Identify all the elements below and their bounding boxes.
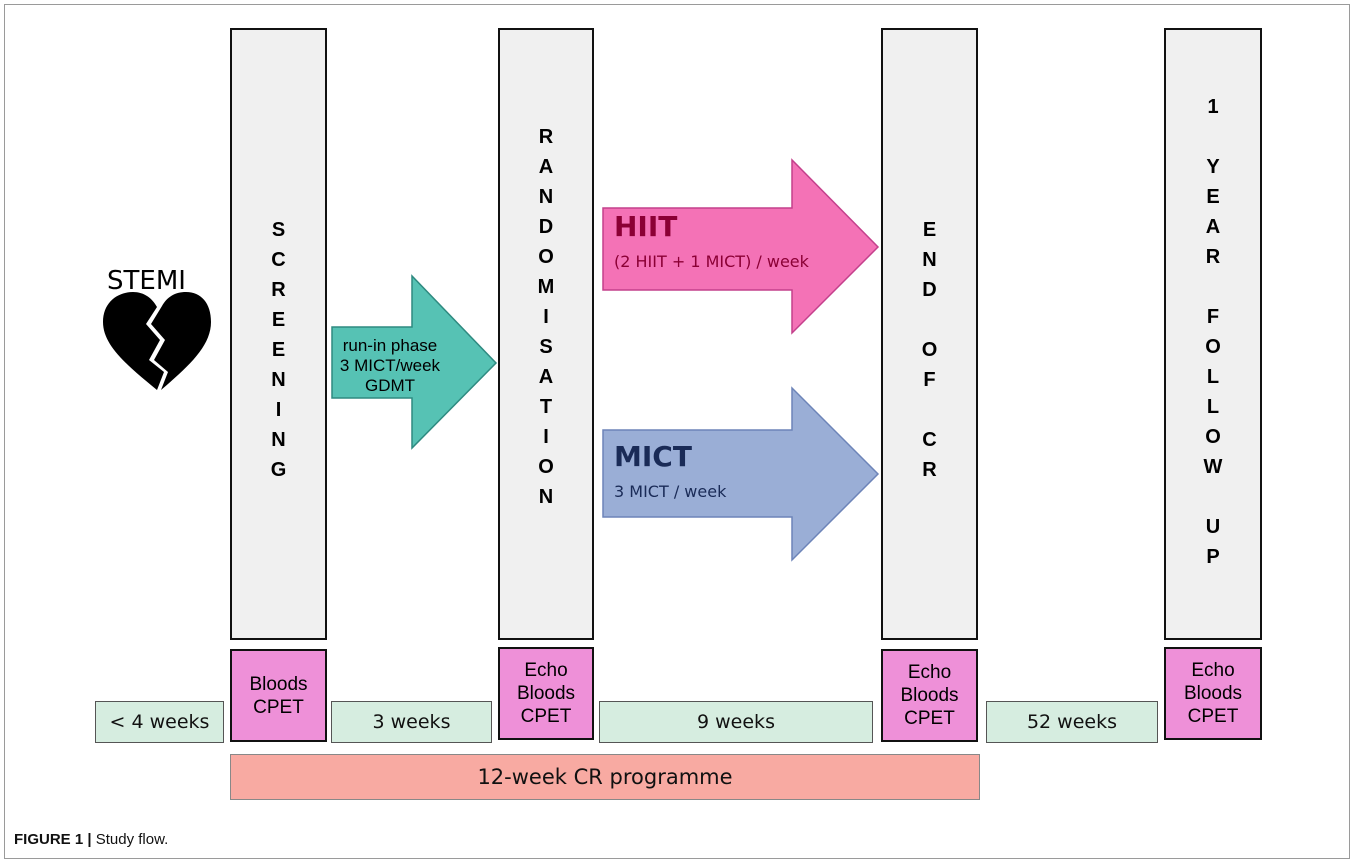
figure-frame (4, 4, 1350, 859)
follow-up-letter: F (1206, 306, 1220, 328)
randomisation-letter: A (538, 366, 554, 388)
follow-up-assessment-box: Echo Bloods CPET (1164, 647, 1262, 740)
assessment-item: CPET (904, 708, 955, 729)
randomisation-letter: R (538, 126, 554, 148)
screening-letter: I (275, 399, 282, 421)
assessment-item: Bloods (249, 673, 308, 695)
hiit-subtitle: (2 HIIT + 1 MICT) / week (614, 252, 809, 271)
figure-caption: FIGURE 1 | Study flow. (14, 831, 168, 848)
mict-title: MICT (614, 440, 692, 473)
run-in-arrow (331, 274, 498, 450)
screening-letter: E (271, 339, 286, 361)
follow-up-letter: E (1206, 186, 1220, 208)
mict-arrow (602, 386, 880, 562)
end-of-cr-letter: D (922, 279, 937, 301)
hiit-arrow (602, 158, 880, 335)
follow-up-letter: 1 (1207, 96, 1219, 118)
end-of-cr-letter: R (922, 459, 937, 481)
caption-text: Study flow. (91, 831, 169, 848)
follow-up-letter: Y (1206, 156, 1220, 178)
screening-letter: N (271, 429, 286, 451)
end-of-cr-letter: E (922, 219, 937, 241)
screening-letter: C (271, 249, 286, 271)
stemi-label: STEMI (107, 266, 186, 296)
screening-letter: N (271, 369, 286, 391)
follow-up-letter: L (1206, 396, 1220, 418)
randomisation-letter: I (543, 306, 549, 328)
assessment-item: Echo (907, 662, 952, 683)
randomisation-letter: N (538, 186, 554, 208)
assessment-item: Bloods (1183, 683, 1243, 704)
randomisation-letter: A (538, 156, 554, 178)
assessment-item: CPET (520, 706, 572, 727)
assessment-item: Bloods (900, 685, 959, 706)
end-of-cr-letter: F (923, 369, 936, 391)
run-in-line-2: 3 MICT/week (339, 356, 441, 375)
end-of-cr-column: E N D O F C R (881, 28, 978, 640)
randomisation-assessment-box: Echo Bloods CPET (498, 647, 594, 740)
run-in-label: run-in phase 3 MICT/week GDMT (334, 336, 446, 396)
assessment-item: Echo (1191, 660, 1235, 681)
follow-up-letter: O (1205, 336, 1221, 358)
follow-up-column: 1 Y E A R F O L L O W U P (1164, 28, 1262, 640)
programme-bar: 12-week CR programme (230, 754, 980, 800)
follow-up-letter: P (1206, 546, 1220, 568)
follow-up-letter: A (1205, 216, 1221, 238)
screening-letter: S (271, 219, 286, 241)
assessment-item: Bloods (516, 683, 576, 704)
randomisation-letter: D (538, 216, 554, 238)
duration-training-box: 9 weeks (599, 701, 873, 743)
duration-follow-box: 52 weeks (986, 701, 1158, 743)
hiit-title: HIIT (614, 210, 678, 243)
randomisation-letter: M (537, 276, 555, 298)
randomisation-letter: T (539, 396, 553, 418)
end-of-cr-letter: N (922, 249, 937, 271)
end-of-cr-letter: O (921, 339, 938, 361)
follow-up-letter: O (1205, 426, 1221, 448)
end-of-cr-letter: C (922, 429, 937, 451)
randomisation-letter: O (538, 456, 554, 478)
follow-up-letter: L (1206, 366, 1220, 388)
end-of-cr-assessment-box: Echo Bloods CPET (881, 649, 978, 742)
broken-heart-icon (103, 292, 211, 390)
randomisation-letter: I (543, 426, 549, 448)
duration-run-in-box: 3 weeks (331, 701, 492, 743)
randomisation-column: R A N D O M I S A T I O N (498, 28, 594, 640)
duration-pre-box: < 4 weeks (95, 701, 224, 743)
run-in-line-1: run-in phase (342, 336, 438, 355)
randomisation-letter: S (539, 336, 553, 358)
run-in-line-3: GDMT (364, 376, 416, 395)
screening-letter: R (271, 279, 286, 301)
assessment-item: CPET (1187, 706, 1239, 727)
screening-letter: E (271, 309, 286, 331)
mict-subtitle: 3 MICT / week (614, 482, 727, 501)
screening-column: S C R E E N I N G (230, 28, 327, 640)
randomisation-letter: N (538, 486, 554, 508)
follow-up-letter: W (1203, 456, 1223, 478)
follow-up-letter: U (1205, 516, 1221, 538)
randomisation-letter: O (538, 246, 554, 268)
assessment-item: CPET (253, 696, 304, 718)
screening-assessment-box: Bloods CPET (230, 649, 327, 742)
screening-letter: G (270, 459, 287, 481)
assessment-item: Echo (524, 660, 568, 681)
follow-up-letter: R (1205, 246, 1221, 268)
caption-label: FIGURE 1 | (14, 831, 92, 848)
